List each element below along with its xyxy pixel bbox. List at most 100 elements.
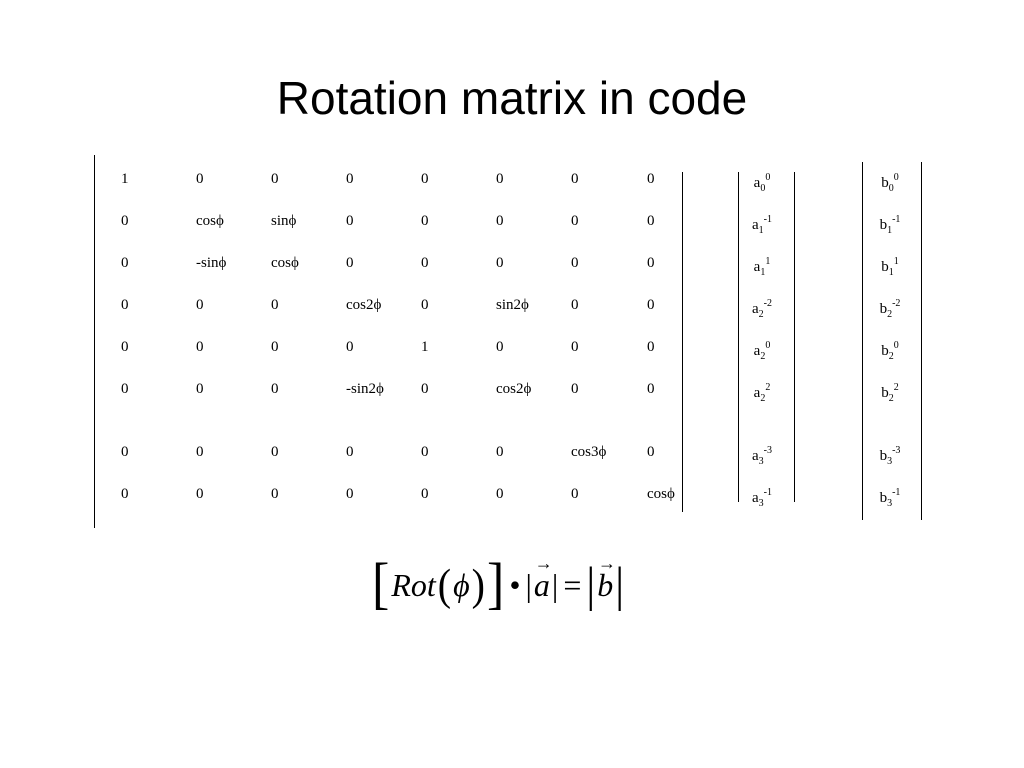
vector-b-entry: b2-2: [879, 298, 901, 320]
matrix-cell: 0: [196, 486, 204, 502]
vector-a-left-bar: [738, 172, 739, 502]
matrix-cell: 0: [421, 486, 429, 502]
matrix-cell: -sin2ϕ: [346, 381, 384, 397]
vector-a-base: a: [751, 490, 759, 506]
matrix-cell: 0: [346, 213, 354, 229]
vector-a-subscript: 3: [758, 498, 764, 509]
matrix-cell: cos2ϕ: [496, 381, 532, 397]
matrix-cell: 0: [121, 444, 129, 460]
matrix-cell: 0: [421, 255, 429, 271]
matrix-cell: 0: [496, 339, 504, 355]
vector-b-entry: b22: [881, 383, 899, 404]
vector-b-entry: b1-1: [879, 214, 901, 236]
matrix-cell: 0: [647, 381, 655, 397]
vector-a-subscript: 1: [758, 225, 764, 236]
vector-arrow-icon: →: [597, 552, 616, 573]
vector-b-entry: b3-1: [879, 487, 901, 509]
matrix-cell: cos2ϕ: [346, 297, 382, 313]
vector-b-subscript: 2: [887, 309, 893, 320]
matrix-cell: 0: [121, 213, 129, 229]
vector-b-superscript: -3: [892, 445, 901, 456]
slide-title: Rotation matrix in code: [276, 72, 748, 124]
matrix-cell: cosϕ: [271, 255, 299, 271]
matrix-cell: 0: [421, 297, 429, 313]
matrix-cell: 0: [271, 444, 279, 460]
matrix-cell: 0: [571, 171, 579, 187]
matrix-cell: 0: [496, 486, 504, 502]
matrix-cell: 0: [571, 339, 579, 355]
vector-a-superscript: -1: [763, 487, 773, 498]
matrix-cell: 0: [571, 255, 579, 271]
matrix-cell: 0: [496, 444, 504, 460]
vector-a-entry: a22: [753, 382, 771, 404]
vector-a-superscript: -2: [763, 298, 773, 309]
matrix-cell: 0: [346, 171, 354, 187]
vector-b-right-bar: [921, 162, 922, 520]
equation-vector-a: a →: [534, 553, 553, 604]
matrix-cell: 0: [496, 213, 504, 229]
matrix-cell: 0: [496, 255, 504, 271]
vector-b-superscript: 0: [893, 172, 899, 183]
matrix-cell: 0: [271, 381, 279, 397]
vector-b-base: b: [881, 175, 889, 191]
vector-arrow-icon: →: [534, 552, 553, 573]
matrix-cell: 0: [121, 339, 129, 355]
vector-b-entry: b11: [881, 257, 899, 278]
equation-dot: •: [509, 566, 521, 603]
vector-b-superscript: -1: [892, 487, 901, 498]
vector-a-subscript: 0: [760, 183, 766, 194]
vector-a-base: a: [753, 385, 761, 401]
equation-left-paren: (: [437, 559, 452, 610]
vector-a-entry: a3-3: [751, 446, 772, 467]
matrix-cell: 0: [421, 171, 429, 187]
vector-b-entry: b20: [881, 341, 899, 362]
matrix-cell: 0: [647, 297, 655, 313]
matrix-cell: 0: [647, 255, 655, 271]
vector-b-base: b: [881, 385, 889, 401]
matrix-cell: cosϕ: [196, 213, 224, 229]
vector-a-entry: a11: [754, 257, 771, 278]
vector-b-base: b: [881, 343, 889, 359]
vector-b-superscript: -2: [892, 298, 901, 309]
vector-a-entry: a1-1: [752, 214, 773, 236]
vector-b-base: b: [879, 217, 888, 233]
matrix-left-bar: [94, 155, 95, 528]
vector-b-left-bar: [862, 162, 863, 520]
matrix-cell: 0: [571, 486, 579, 502]
matrix-cell: 1: [121, 171, 129, 187]
matrix-cell: 0: [121, 381, 129, 397]
matrix-cell: 0: [421, 213, 429, 229]
matrix-cell: 0: [571, 381, 579, 397]
matrix-cell: 0: [271, 339, 279, 355]
matrix-cell: 0: [346, 255, 354, 271]
vector-b-superscript: -1: [892, 214, 901, 225]
matrix-cell: 0: [421, 444, 429, 460]
equation-vector-b: b →: [597, 553, 616, 604]
matrix-cell: 0: [346, 339, 354, 355]
vector-b-subscript: 3: [887, 456, 893, 467]
equation-right-paren: ): [471, 559, 485, 610]
vector-b-entry: b00: [881, 172, 899, 194]
vector-a-right-bar: [794, 172, 795, 502]
vector-a-superscript: -1: [763, 214, 773, 225]
rotation-equation: [ Rot ( ϕ ) ] • | a → | = | b → |: [372, 553, 624, 615]
matrix-cell: 0: [196, 339, 204, 355]
vector-a-base: a: [753, 343, 761, 359]
vector-a-superscript: 0: [765, 340, 771, 351]
matrix-cell: 0: [496, 171, 504, 187]
vector-b-base: b: [879, 490, 888, 506]
vector-a-subscript: 2: [760, 351, 766, 362]
matrix-cell: cos3ϕ: [571, 444, 607, 460]
vector-a-subscript: 3: [758, 456, 764, 467]
vector-a-entry: a2-2: [752, 298, 773, 320]
matrix-cell: 0: [346, 486, 354, 502]
equation-phi: ϕ: [453, 566, 470, 603]
vector-a-base: a: [751, 448, 759, 464]
matrix-right-bar: [682, 172, 683, 512]
matrix-cell: 0: [121, 486, 129, 502]
vector-b-base: b: [879, 301, 888, 317]
matrix-cell: 0: [271, 171, 279, 187]
vector-b-subscript: 3: [887, 498, 893, 509]
vector-a-superscript: 2: [765, 382, 771, 393]
matrix-cell: 0: [196, 444, 204, 460]
